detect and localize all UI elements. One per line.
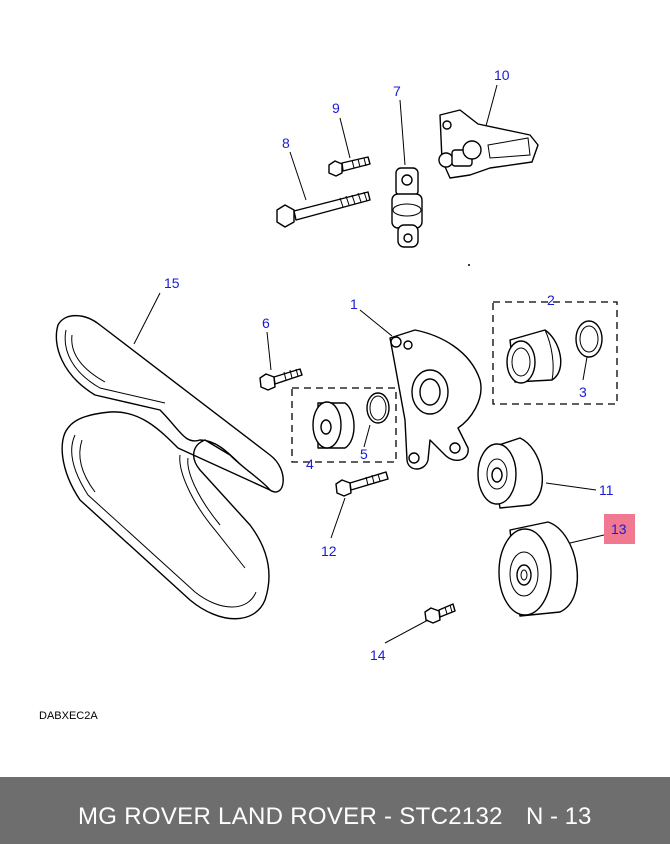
callout-11: 11: [599, 482, 614, 498]
pulley-bolt-small: [424, 603, 456, 624]
parts-diagram: 15 8 9 7 10 6: [55, 67, 635, 663]
o-ring: [366, 392, 390, 424]
idler-pulley-small: [312, 401, 355, 449]
tensioner-bolt: [259, 368, 303, 391]
drive-belt: [55, 314, 284, 620]
callout-14: 14: [370, 647, 386, 663]
callout-13: 13: [611, 521, 627, 537]
pulley-bolt: [335, 471, 389, 497]
pivot-bush: [506, 329, 562, 384]
footer-ref: N - 13: [526, 803, 592, 830]
callout-2: 2: [547, 292, 555, 308]
short-bolt: [328, 156, 371, 177]
footer-bar: [0, 777, 670, 844]
kit-box-2: [492, 301, 618, 405]
kit-box-4: [291, 387, 397, 463]
callout-12: 12: [321, 543, 337, 559]
footer-title: MG ROVER LAND ROVER - STC2132: [78, 803, 503, 830]
callout-7: 7: [393, 83, 401, 99]
callout-9: 9: [332, 100, 340, 116]
callout-1: 1: [350, 296, 358, 312]
damper: [391, 167, 423, 248]
tensioner-bracket: [438, 109, 539, 179]
callout-3: 3: [579, 384, 587, 400]
tensioner-arm: [389, 329, 482, 470]
callout-8: 8: [282, 135, 290, 151]
callout-6: 6: [262, 315, 270, 331]
long-bolt: [276, 191, 371, 228]
callout-15: 15: [164, 275, 180, 291]
idler-pulley: [477, 437, 544, 509]
callout-10: 10: [494, 67, 510, 83]
diagram-code: DABXEC2A: [39, 710, 98, 722]
tensioner-pulley: [498, 521, 579, 617]
pivot-seal: [575, 320, 603, 358]
callout-4: 4: [306, 456, 314, 472]
highlight-box-13: [604, 514, 635, 544]
callout-5: 5: [360, 446, 368, 462]
